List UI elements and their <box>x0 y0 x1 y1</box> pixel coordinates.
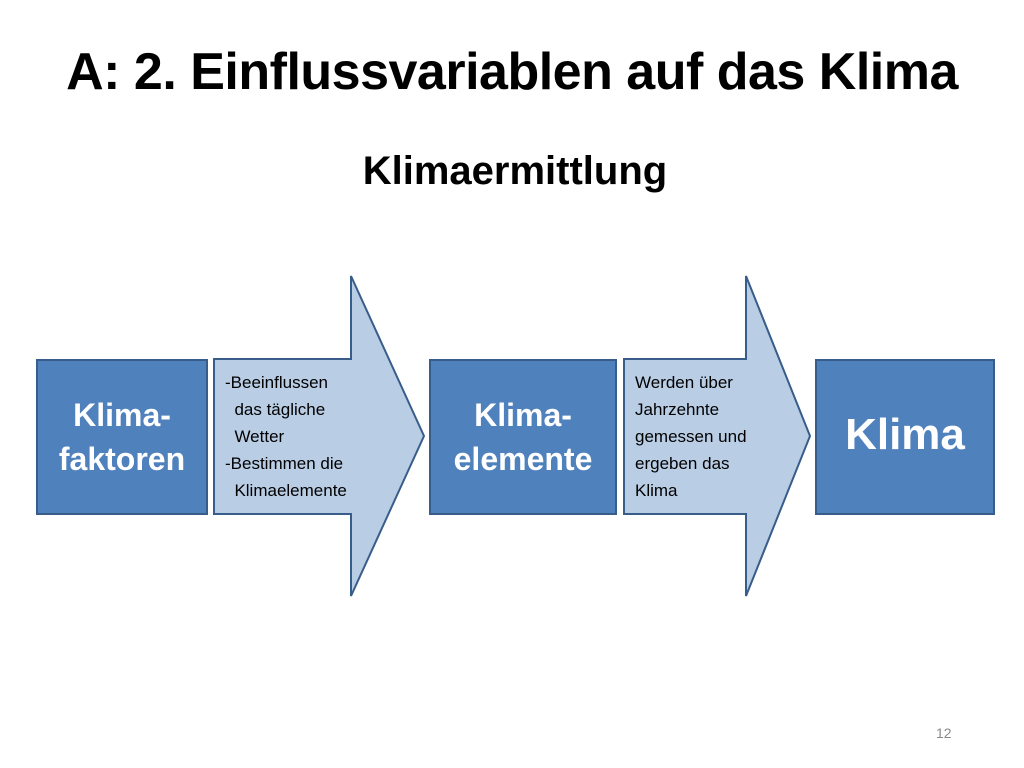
box-klimaelemente-shape <box>429 359 617 515</box>
arrow-1-shape <box>213 275 426 597</box>
arrow-2-label: Werden über Jahrzehnte gemessen und erge… <box>635 373 747 500</box>
slide-title: A: 2. Einflussvariablen auf das Klima <box>66 43 958 101</box>
box-klimafaktoren: Klima- faktoren <box>37 360 207 514</box>
box-klima-shape <box>815 359 995 515</box>
arrow-1-label: -Beeinflussen das tägliche Wetter -Besti… <box>225 373 347 500</box>
box-klimaelemente-label: Klima- elemente <box>453 397 593 477</box>
box-klima: Klima <box>816 360 994 514</box>
page-number: 12 <box>936 725 952 741</box>
box-klima-label: Klima <box>845 410 965 459</box>
slide-subtitle: Klimaermittlung <box>362 149 668 193</box>
box-klimafaktoren-label: Klima- faktoren <box>58 397 186 477</box>
arrow-2-shape <box>623 275 812 597</box>
box-klimafaktoren-shape <box>36 359 208 515</box>
box-klimaelemente: Klima- elemente <box>430 360 616 514</box>
